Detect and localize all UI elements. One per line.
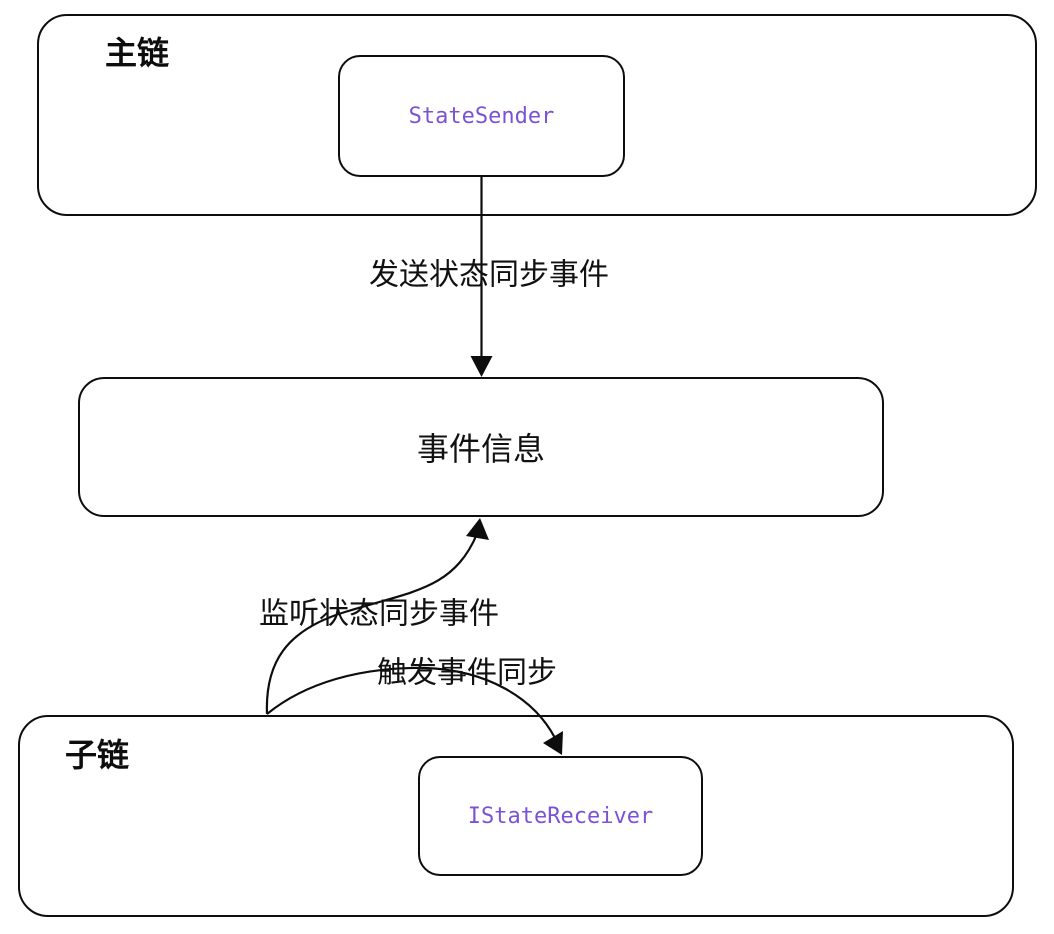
state-sender-label: StateSender <box>408 103 555 129</box>
trigger-arrowhead-icon <box>543 731 563 755</box>
listen-edge-label: 监听状态同步事件 <box>259 597 499 631</box>
trigger-arrow-line <box>266 666 556 739</box>
main-chain-title: 主链 <box>105 35 170 71</box>
send-edge-label: 发送状态同步事件 <box>369 258 609 292</box>
listen-arrowhead-icon <box>466 518 489 540</box>
box-state-sender: StateSender <box>338 55 625 177</box>
event-info-label: 事件信息 <box>416 431 545 467</box>
box-event-info: 事件信息 <box>78 377 884 517</box>
istate-receiver-label: IStateReceiver <box>467 803 654 829</box>
trigger-edge-label: 触发事件同步 <box>377 656 557 690</box>
listen-arrow-line <box>265 533 479 715</box>
child-chain-title: 子链 <box>65 737 130 773</box>
box-istate-receiver: IStateReceiver <box>418 756 703 876</box>
send-arrowhead-icon <box>470 356 493 377</box>
